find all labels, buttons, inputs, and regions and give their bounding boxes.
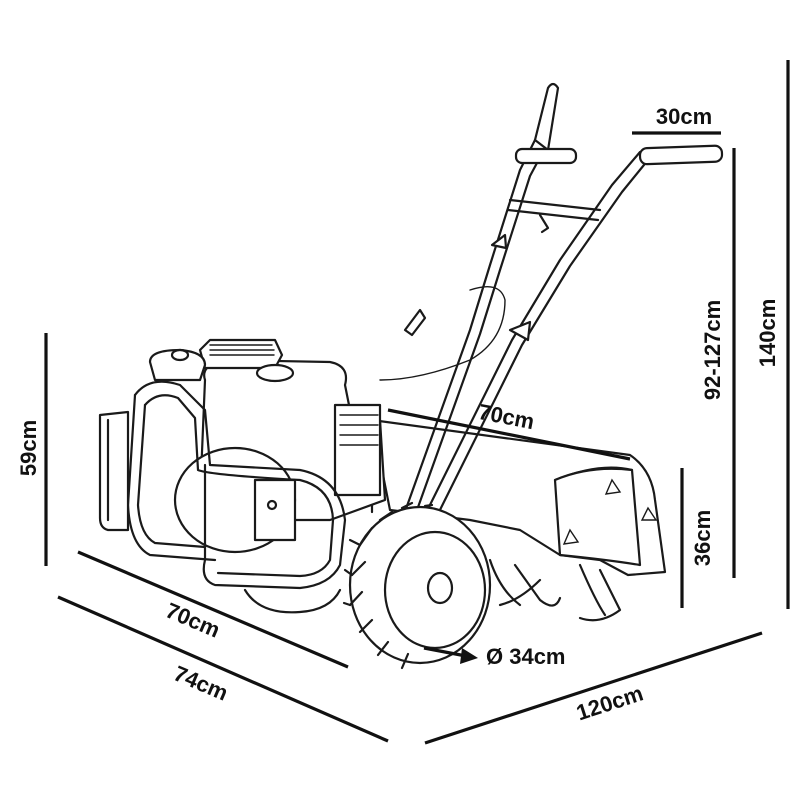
front-bumper [133,380,347,590]
label-59cm: 59cm [16,420,41,476]
tines [488,558,622,622]
wheel-arrow-line [423,646,467,658]
label-70cm-front: 70cm [162,598,224,643]
dim-line-70-front [77,550,349,669]
handle-grip-left [533,82,560,152]
label-140cm: 140cm [755,299,780,368]
dim-line-120 [424,631,763,745]
handle-grip-right [638,144,724,166]
engine-head [333,403,382,497]
wheel [342,501,492,670]
label-wheel-diameter: Ø 34cm [486,644,566,669]
label-92-127cm: 92-127cm [700,300,725,400]
tiller-illustration [98,82,724,670]
dimension-lines [44,60,790,745]
handle-right-bar [418,150,642,527]
wheel-arrow-head [460,648,478,664]
label-36cm: 36cm [690,510,715,566]
label-120cm: 120cm [573,680,646,725]
dim-line-70-tiller [387,408,631,461]
dim-line-74 [57,595,389,743]
label-30cm: 30cm [656,104,712,129]
